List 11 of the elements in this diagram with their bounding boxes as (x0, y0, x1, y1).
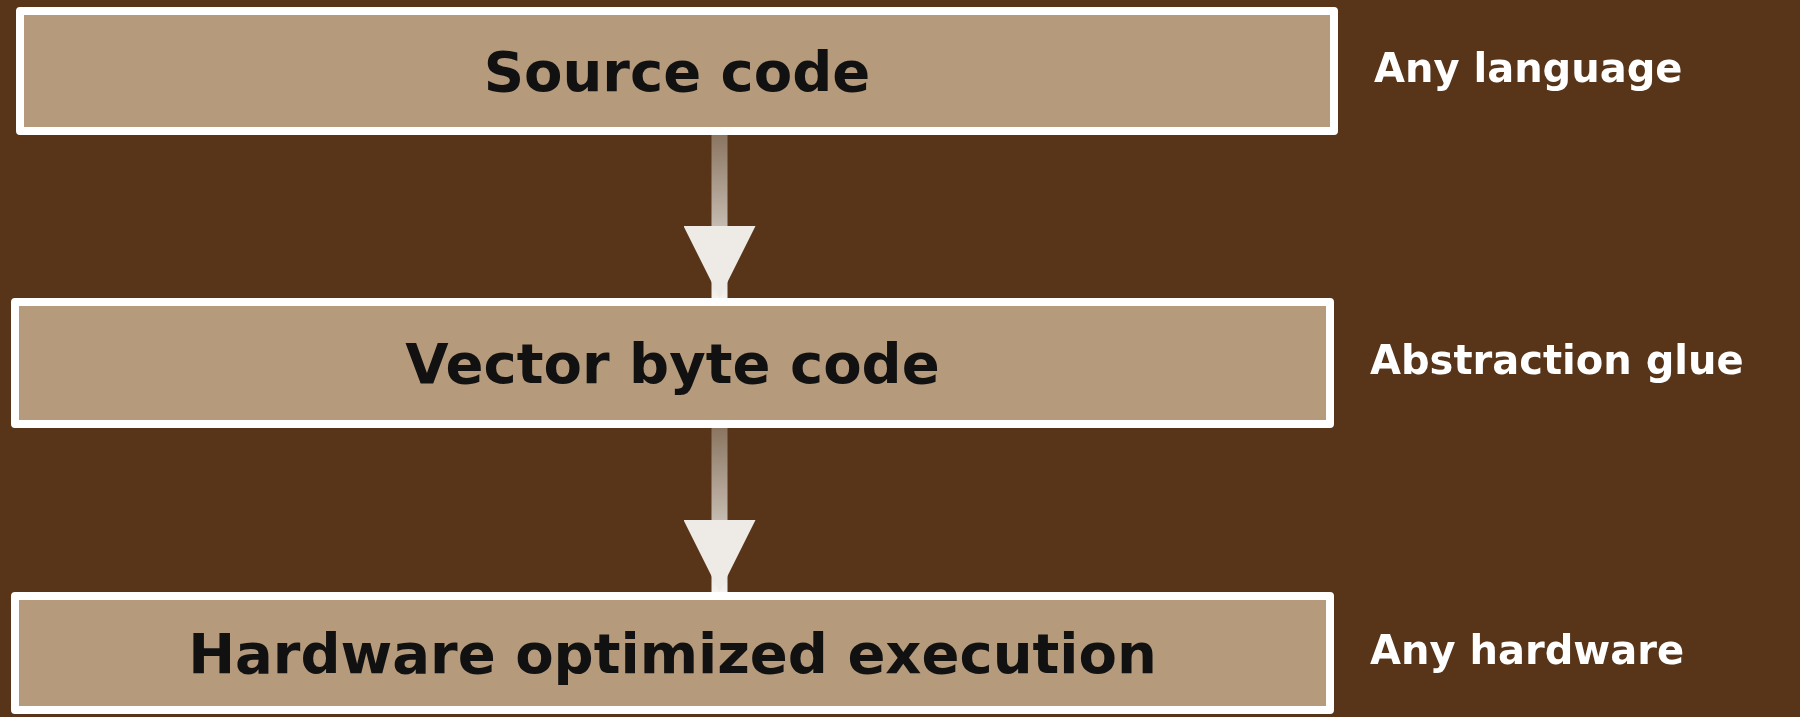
process-box (11, 592, 1334, 714)
side-note: Abstraction glue (1370, 337, 1744, 383)
side-note: Any hardware (1370, 627, 1685, 673)
arrow (683, 135, 756, 298)
box-label: Hardware optimized execution (188, 620, 1157, 686)
process-box (11, 298, 1334, 428)
box-label: Source code (483, 38, 871, 104)
side-note: Any language (1374, 45, 1683, 91)
box-label: Vector byte code (405, 330, 940, 396)
process-box (16, 7, 1338, 135)
arrow (683, 428, 756, 592)
